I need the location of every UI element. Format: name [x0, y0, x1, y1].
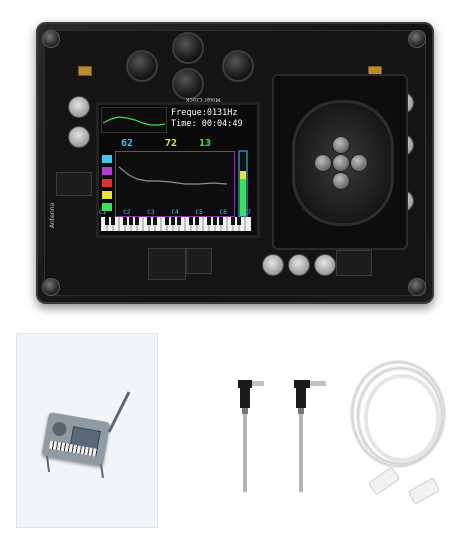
dpad-up-button[interactable] — [332, 136, 350, 154]
antenna-probe-2 — [294, 380, 326, 492]
octave-label: C2 — [123, 209, 131, 216]
menu-icons — [102, 155, 112, 211]
connector — [78, 66, 92, 76]
speaker — [272, 74, 408, 250]
knob-top-center[interactable] — [172, 32, 204, 64]
antenna-label: Antenna — [49, 202, 57, 229]
dpad-left-button[interactable] — [314, 154, 332, 172]
capacitor — [314, 254, 336, 276]
dpad-right-button[interactable] — [350, 154, 368, 172]
screw-icon — [42, 278, 60, 296]
octave-label: C5 — [195, 209, 203, 216]
screw-icon — [408, 278, 426, 296]
capacitor — [288, 254, 310, 276]
dpad-down-button[interactable] — [332, 172, 350, 190]
mini-antenna — [46, 391, 131, 479]
waveform-panel — [101, 107, 167, 133]
display-screen: Freque:0131Hz Time: 00:04:49 62 72 13 — [96, 102, 260, 238]
capacitor — [262, 254, 284, 276]
note-value: 62 — [121, 138, 134, 149]
knob-right[interactable] — [222, 50, 254, 82]
value-3: 13 — [199, 138, 212, 149]
knob-left[interactable] — [126, 50, 158, 82]
value-2: 72 — [165, 138, 178, 149]
usb-cable — [350, 360, 446, 504]
octave-label: C4 — [171, 209, 179, 216]
capacitor — [68, 96, 90, 118]
chip — [148, 248, 186, 280]
device-main: Mixer Clock Antenna Freque:0131Hz Time: … — [36, 22, 434, 304]
frequency-readout: Freque:0131Hz — [171, 108, 238, 118]
octave-labels: C1 C2 C3 C4 C5 C6 C7 — [99, 209, 251, 217]
octave-label: C7 — [243, 209, 251, 216]
capacitor — [68, 126, 90, 148]
device-thumbnail — [16, 333, 158, 528]
knob-bottom-center[interactable] — [172, 68, 204, 100]
screw-icon — [42, 30, 60, 48]
chip — [56, 172, 92, 196]
time-readout: Time: 00:04:49 — [171, 119, 243, 129]
octave-label: C6 — [219, 209, 227, 216]
dpad-center-button[interactable] — [332, 154, 350, 172]
octave-label: C3 — [147, 209, 155, 216]
piano-keyboard — [101, 217, 251, 231]
antenna-probe-1 — [238, 380, 264, 492]
chip — [336, 250, 372, 276]
screw-icon — [408, 30, 426, 48]
chip — [186, 248, 212, 274]
pitch-graph — [115, 151, 235, 217]
octave-label: C1 — [99, 209, 107, 216]
